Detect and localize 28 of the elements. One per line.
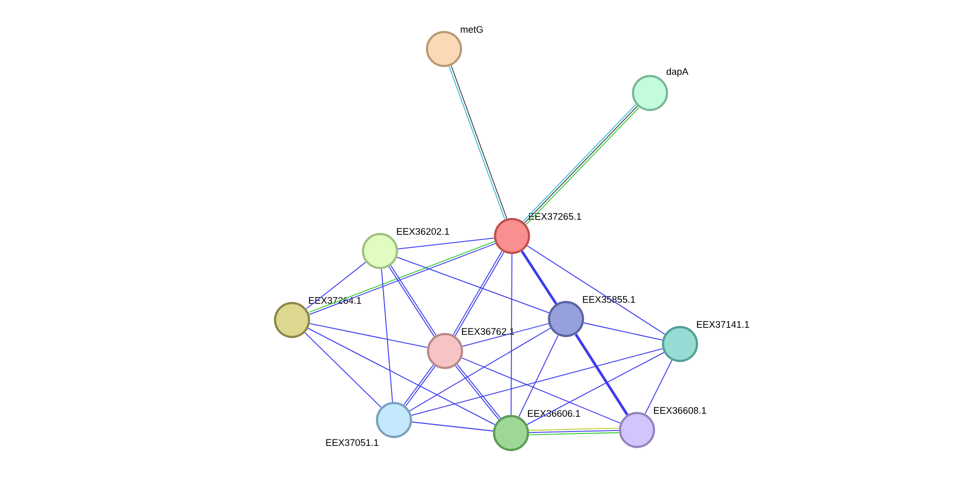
edge-line xyxy=(528,432,620,436)
edge-line xyxy=(412,422,494,432)
edge-line xyxy=(510,254,512,416)
node-label: EEX37141.1 xyxy=(697,321,750,328)
node-label: EEX36608.1 xyxy=(654,407,706,414)
edge-line xyxy=(520,250,558,305)
edge-line xyxy=(518,334,559,418)
edge-line xyxy=(409,328,551,412)
edge-line xyxy=(528,430,620,434)
edge-line xyxy=(411,348,663,416)
edge-line xyxy=(398,238,494,250)
edge-line xyxy=(574,334,628,416)
edge-line xyxy=(644,360,672,414)
edge-line xyxy=(526,245,666,335)
edge-line xyxy=(381,268,393,402)
edge-line xyxy=(306,262,366,310)
edge-line xyxy=(304,332,382,408)
edge-line xyxy=(309,323,428,348)
edge-line xyxy=(583,322,663,341)
edge-line xyxy=(396,256,550,314)
edge-line xyxy=(308,328,496,426)
edge-line xyxy=(461,357,621,424)
node-label: EEX37051.1 xyxy=(326,439,378,446)
edge-line xyxy=(526,352,664,426)
node-label: metG xyxy=(460,26,483,33)
edge-line xyxy=(528,428,620,431)
node-label: dapA xyxy=(666,68,688,77)
node-label: EEX36202.1 xyxy=(397,228,450,235)
